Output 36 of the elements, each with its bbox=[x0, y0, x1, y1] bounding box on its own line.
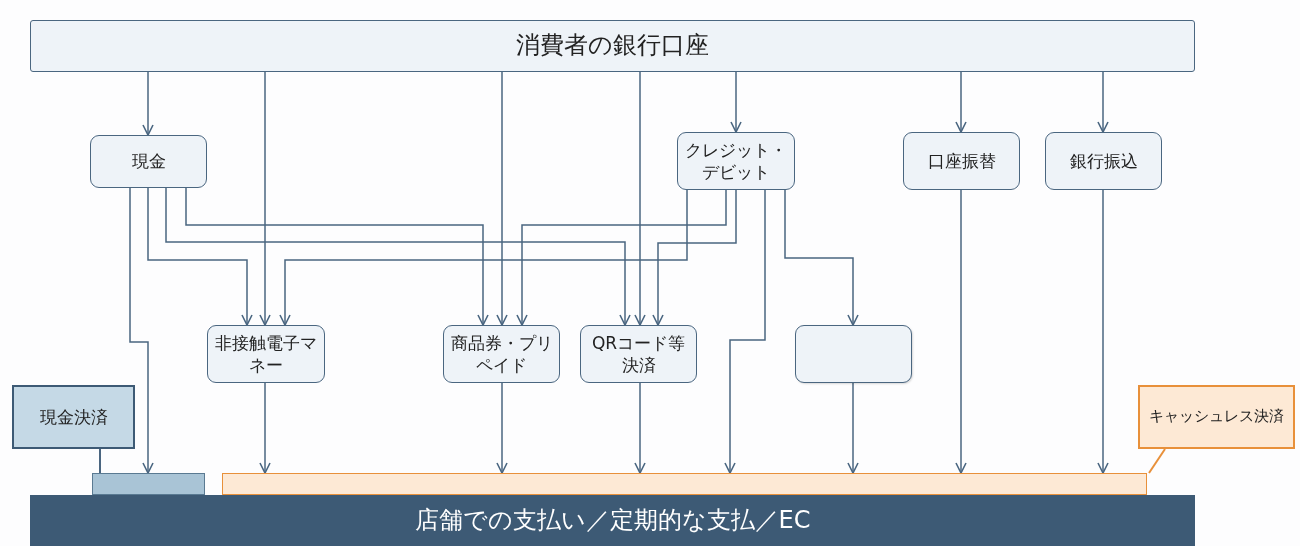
payment-method-box: 商品券・プリペイド bbox=[443, 325, 560, 383]
arrow bbox=[784, 189, 859, 326]
cashless-bar bbox=[222, 473, 1147, 495]
arrow bbox=[185, 187, 489, 326]
arrow bbox=[1097, 189, 1109, 474]
arrow bbox=[652, 189, 737, 326]
arrow bbox=[724, 189, 766, 474]
arrow bbox=[496, 71, 508, 326]
payment-method-box: QRコード等決済 bbox=[580, 325, 697, 383]
arrow bbox=[516, 189, 727, 326]
arrow bbox=[1097, 71, 1109, 133]
arrow bbox=[147, 187, 253, 326]
arrow bbox=[279, 189, 688, 326]
callout: 現金決済 bbox=[12, 385, 135, 449]
payment-method-box: 口座振替 bbox=[903, 132, 1020, 190]
cash-bar bbox=[92, 473, 205, 495]
arrow bbox=[165, 187, 631, 326]
bank-account-box: 消費者の銀行口座 bbox=[30, 20, 1195, 72]
payment-method-box: 非接触電子マネー bbox=[207, 325, 325, 383]
arrow bbox=[955, 71, 967, 133]
arrow bbox=[634, 382, 646, 474]
arrow bbox=[634, 71, 646, 326]
arrow bbox=[730, 71, 742, 133]
payment-method-box: クレジット・デビット bbox=[677, 132, 795, 190]
payment-bar: 店舗での支払い／定期的な支払／EC bbox=[30, 495, 1195, 546]
payment-method-box bbox=[795, 325, 912, 383]
arrow bbox=[129, 187, 154, 474]
arrow bbox=[847, 382, 859, 474]
arrow bbox=[955, 189, 967, 474]
arrow bbox=[259, 71, 271, 326]
payment-method-box: 現金 bbox=[90, 135, 207, 188]
payment-method-box: 銀行振込 bbox=[1045, 132, 1162, 190]
arrow bbox=[496, 382, 508, 474]
arrow bbox=[142, 71, 154, 136]
callout: キャッシュレス決済 bbox=[1138, 385, 1295, 449]
arrow bbox=[259, 382, 271, 474]
